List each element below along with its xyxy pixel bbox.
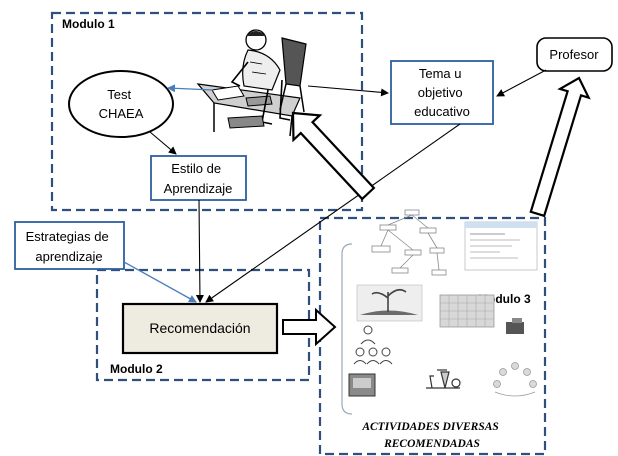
device-image <box>348 373 376 397</box>
block-arrow-activities-to-profesor <box>529 76 591 218</box>
concept-map-image <box>371 209 447 276</box>
modulo-2-label: Modulo 2 <box>110 362 163 376</box>
connector-estilo-to-recomendacion <box>195 199 204 303</box>
recomendacion-node <box>121 302 279 355</box>
tema-objetivo-label: Tema u objetivo educativo <box>414 66 470 119</box>
test-chaea-node <box>68 70 174 138</box>
connector-tema-to-recomendacion <box>205 123 461 303</box>
web-page-image <box>464 221 538 271</box>
connector-desk-to-test <box>167 84 214 93</box>
profesor-label: Profesor <box>549 47 599 62</box>
modulo-1-label: Modulo 1 <box>62 17 115 31</box>
block-arrow-recomendacion-to-activities <box>282 307 337 347</box>
grid-chart-image <box>439 294 495 328</box>
connector-estrategias-to-recomendacion <box>123 261 197 303</box>
estilo-aprendizaje-label: Estilo de Aprendizaje <box>164 161 233 196</box>
estrategias-node <box>14 221 125 270</box>
modulo-1-frame <box>50 11 364 212</box>
plant-growth-image <box>356 284 423 322</box>
estrategias-label: Estrategias de aprendizaje <box>26 229 113 264</box>
tema-objetivo-node <box>390 60 494 125</box>
connector-desk-to-tema <box>307 85 389 97</box>
chemistry-lab-image <box>426 369 461 389</box>
projector-image <box>506 318 524 334</box>
network-figures-image <box>493 362 537 397</box>
actividades-label: ACTIVIDADES DIVERSAS RECOMENDADAS <box>361 421 501 450</box>
connector-profesor-to-tema <box>496 69 547 97</box>
activities-brace <box>341 243 353 415</box>
test-chaea-label: Test CHAEA <box>99 87 144 121</box>
estilo-aprendizaje-node <box>150 155 247 201</box>
connector-test-to-estilo <box>149 131 177 155</box>
block-arrow-activities-to-student <box>291 111 376 201</box>
recomendacion-label: Recomendación <box>149 320 250 336</box>
student-at-desk-icon <box>196 29 307 137</box>
profesor-node <box>536 37 613 72</box>
people-sketch-image <box>353 325 393 365</box>
